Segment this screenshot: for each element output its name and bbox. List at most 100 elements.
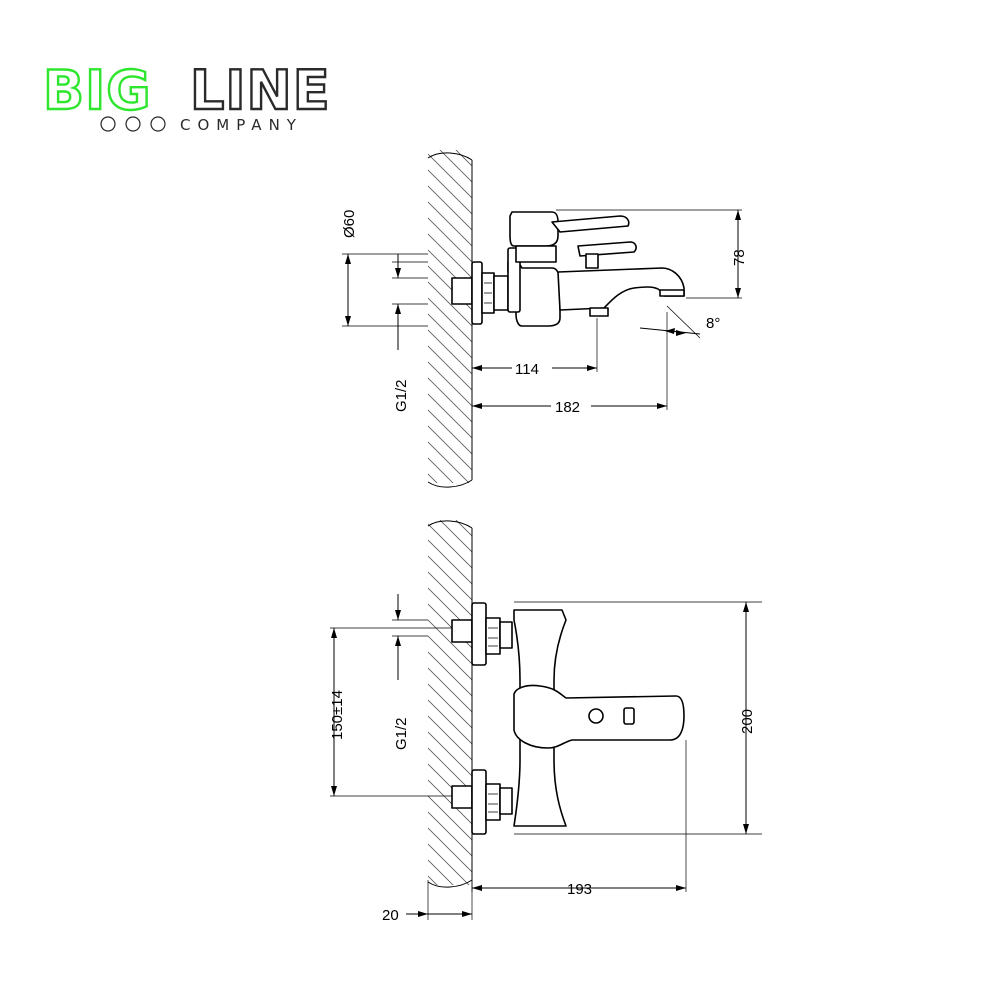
hatch-line [428, 233, 472, 279]
body-left [507, 247, 521, 313]
dim-angle: 8° [639, 315, 720, 336]
dim-width-front-label: 193 [567, 881, 592, 898]
lower-nut [485, 783, 501, 821]
dim-center-distance: 150±14 [329, 628, 346, 796]
hatch-line [428, 875, 438, 885]
hatch-line [428, 715, 472, 761]
logo-circles [100, 116, 166, 132]
hatch-line [428, 811, 472, 857]
dim-thread-top-label: G1/2 [393, 379, 410, 412]
hatch-line [428, 683, 472, 729]
hatch-line [428, 201, 472, 247]
lower-flange [471, 769, 487, 835]
dim-114-label: 114 [515, 361, 539, 378]
upper-nut-inner [499, 621, 513, 649]
brand-logo: BIG LINE COMPANY [42, 58, 331, 134]
handle-base [515, 245, 557, 263]
hatch-line [428, 329, 472, 375]
spout-tip-knob [623, 707, 635, 725]
hatch-line [428, 539, 472, 585]
dim-thread-bottom-label: G1/2 [393, 717, 410, 750]
hatch-line [455, 150, 472, 167]
mixer-body [507, 261, 561, 327]
hatch-line [428, 217, 472, 263]
hatch-line [428, 795, 472, 841]
lower-eccentric [451, 785, 473, 809]
hatch-line [428, 153, 472, 199]
wall-hatch-top [428, 150, 472, 582]
handle [509, 211, 559, 247]
diverter-knob [577, 241, 637, 257]
hatch-line [428, 555, 472, 601]
hatch-line [428, 409, 472, 455]
spout [557, 267, 685, 311]
hatch-line [439, 520, 472, 553]
hatch-line [428, 619, 472, 665]
dim-height-top: 78 [731, 210, 748, 298]
hatch-line [428, 297, 472, 343]
dim-182-label: 182 [555, 399, 580, 416]
hatch-line [428, 185, 472, 231]
wall-bottom [427, 460, 473, 984]
hatch-line [428, 490, 472, 534]
hatch-line [428, 425, 472, 471]
dim-height-top-label: 78 [731, 249, 748, 266]
hatch-line [428, 538, 472, 582]
dim-center-distance-label: 150±14 [329, 690, 346, 740]
hatch-line [428, 457, 454, 483]
hatch-line [428, 859, 454, 885]
wall-top [427, 150, 473, 582]
dim-wall-offset-label: 20 [382, 907, 399, 924]
hatch-line [428, 651, 472, 697]
hatch-line [428, 940, 472, 984]
dim-angle-label: 8° [706, 315, 720, 332]
diverter-stem [585, 253, 599, 269]
front-view: 150±14 G1/2 200 193 2 [329, 460, 762, 984]
hatch-line [428, 843, 470, 885]
upper-flange [471, 602, 487, 666]
logo-subtitle: COMPANY [180, 116, 303, 134]
hatch-line [428, 345, 472, 391]
extension-lines-bottom [330, 601, 762, 920]
dim-thread-bottom: G1/2 [393, 594, 410, 750]
hatch-line [428, 667, 472, 713]
dim-thread-top: G1/2 [393, 254, 410, 412]
upper-eccentric [451, 619, 473, 643]
spout-aerator [659, 289, 685, 297]
hatch-line [428, 506, 472, 550]
nut-inner [493, 275, 509, 311]
handle-lever [551, 215, 630, 233]
hatch-line [428, 924, 472, 968]
lower-nut-inner [499, 787, 513, 815]
hatch-line [428, 571, 472, 617]
hatch-line [428, 523, 472, 569]
hatch-line [428, 827, 472, 873]
dim-diameter: Ø60 [341, 210, 358, 326]
hatch-line [439, 150, 472, 183]
dim-wall-offset: 20 [382, 907, 472, 924]
hatch-line [455, 520, 472, 537]
dim-182: 182 [472, 397, 667, 416]
hatch-line [471, 150, 472, 151]
logo-text-line: LINE [190, 59, 331, 122]
upper-nut [485, 617, 501, 655]
hatch-line [428, 441, 470, 483]
hatch-line [428, 377, 472, 423]
spout-outlet-shower [589, 307, 609, 317]
dim-diameter-label: Ø60 [341, 210, 358, 238]
dim-height-front: 200 [739, 602, 756, 834]
hatch-line [428, 361, 472, 407]
dim-width-front: 193 [472, 881, 686, 898]
hatch-line [428, 393, 472, 439]
logo-text-big: BIG [43, 59, 152, 122]
hatch-line [428, 699, 472, 745]
hatch-line [428, 522, 472, 566]
hatch-line [428, 460, 472, 504]
wall-flange [471, 261, 483, 325]
hatch-line [428, 779, 472, 825]
hatch-line [428, 635, 472, 681]
hatch-line [428, 731, 472, 777]
hatch-line [428, 281, 472, 327]
eccentric-pipe [451, 277, 473, 305]
